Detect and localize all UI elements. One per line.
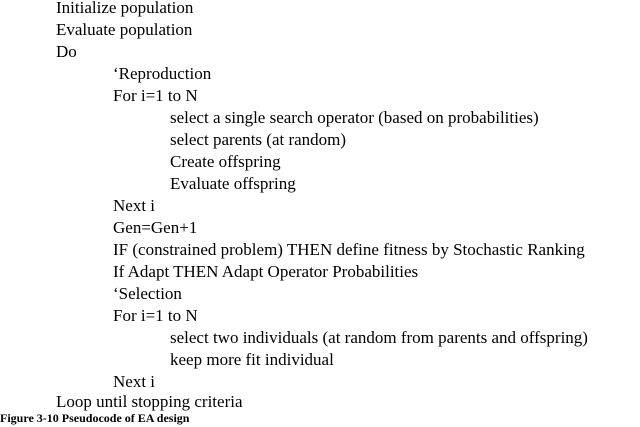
pseudocode-line-for-loop-2: For i=1 to N <box>113 306 198 325</box>
pseudocode-line-initialize: Initialize population <box>56 0 194 17</box>
pseudocode-line-create-offspring: Create offspring <box>170 152 281 171</box>
pseudocode-line-select-parents: select parents (at random) <box>170 130 347 149</box>
pseudocode-comment-reproduction: ‘Reproduction <box>113 64 212 83</box>
pseudocode-line-next-i-2: Next i <box>113 372 156 391</box>
pseudocode-line-do: Do <box>56 42 77 61</box>
figure-caption: Figure 3-10 Pseudocode of EA design <box>0 411 190 425</box>
pseudocode-line-evaluate-offspring: Evaluate offspring <box>170 174 296 193</box>
pseudocode-comment-selection: ‘Selection <box>113 284 182 303</box>
pseudocode-line-next-i-1: Next i <box>113 196 156 215</box>
pseudocode-line-keep-fitter: keep more fit individual <box>170 350 334 369</box>
pseudocode-line-select-operator: select a single search operator (based o… <box>170 108 539 127</box>
pseudocode-line-loop-until: Loop until stopping criteria <box>56 392 243 411</box>
pseudocode-line-for-loop-1: For i=1 to N <box>113 86 198 105</box>
pseudocode-line-gen-increment: Gen=Gen+1 <box>113 218 198 237</box>
pseudocode-line-evaluate-population: Evaluate population <box>56 20 193 39</box>
pseudocode-line-constrained-fitness: IF (constrained problem) THEN define fit… <box>113 240 585 259</box>
pseudocode-line-adapt-probabilities: If Adapt THEN Adapt Operator Probabiliti… <box>113 262 419 281</box>
pseudocode-line-select-two-individuals: select two individuals (at random from p… <box>170 328 588 347</box>
